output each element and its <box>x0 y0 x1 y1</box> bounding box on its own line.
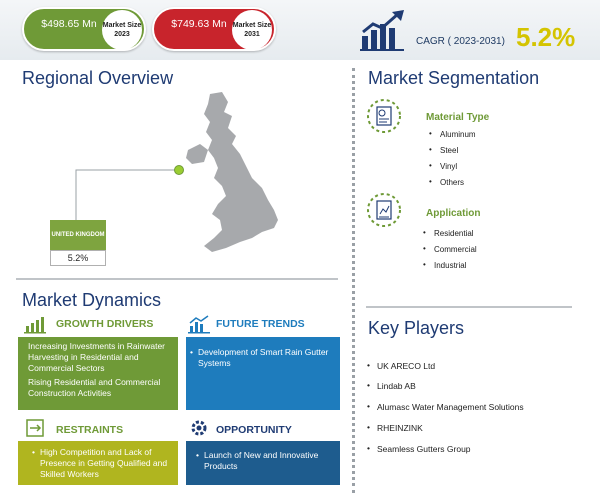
header-bar: $498.65 Mn Market Size 2023 $749.63 Mn M… <box>0 0 600 60</box>
market-size-2023-value: $498.65 Mn <box>41 18 97 30</box>
market-dynamics-title: Market Dynamics <box>22 290 162 310</box>
material-type-heading: Material Type <box>426 112 490 123</box>
bar-chart-icon <box>24 317 46 334</box>
restraints-card: High Competition and Lack of Presence in… <box>18 441 178 485</box>
market-size-2031-label: Market Size 2031 <box>232 10 272 50</box>
segmentation-divider <box>366 306 572 308</box>
opportunity-heading: OPPORTUNITY <box>216 424 292 436</box>
market-size-2023-pill: $498.65 Mn Market Size 2023 <box>22 7 146 51</box>
key-player-item: Lindab AB <box>367 380 416 391</box>
growth-driver-item: Rising Residential and Commercial Constr… <box>28 377 161 398</box>
future-trend-item: Development of Smart Rain Gutter Systems <box>190 347 332 369</box>
restraint-item: High Competition and Lack of Presence in… <box>32 447 170 480</box>
key-player-item: Alumasc Water Management Solutions <box>367 401 524 412</box>
regional-overview-title: Regional Overview <box>22 68 174 88</box>
material-type-item: Steel <box>429 145 458 155</box>
region-name: UNITED KINGDOM <box>50 220 106 250</box>
material-type-item: Others <box>429 177 464 187</box>
regional-divider <box>16 278 338 280</box>
material-type-item: Vinyl <box>429 161 457 171</box>
material-type-item: Aluminum <box>429 129 475 139</box>
key-players-title: Key Players <box>368 318 465 338</box>
key-player-item: UK ARECO Ltd <box>367 360 435 371</box>
restraint-icon <box>26 419 44 437</box>
key-player-item: Seamless Gutters Group <box>367 443 470 454</box>
market-segmentation-title: Market Segmentation <box>368 68 540 88</box>
growth-drivers-card: Increasing Investments in Rainwater Harv… <box>18 337 178 410</box>
uk-map <box>186 92 278 252</box>
column-divider <box>352 68 355 493</box>
growth-chart-icon <box>360 10 404 51</box>
market-size-2031-value: $749.63 Mn <box>171 18 227 30</box>
document-chart-icon <box>367 99 401 133</box>
application-item: Residential <box>423 228 473 238</box>
application-item: Commercial <box>423 244 477 254</box>
growth-drivers-heading: GROWTH DRIVERS <box>56 318 154 330</box>
key-player-item: RHEINZINK <box>367 422 423 433</box>
cagr-value: 5.2% <box>516 22 576 52</box>
gear-icon <box>191 420 207 436</box>
cagr-label: CAGR ( 2023-2031) <box>416 36 505 47</box>
application-heading: Application <box>426 208 481 219</box>
market-size-2031-pill: $749.63 Mn Market Size 2031 <box>152 7 276 51</box>
application-item: Industrial <box>423 260 467 270</box>
opportunity-card: Launch of New and Innovative Products <box>186 441 340 485</box>
region-value: 5.2% <box>50 250 106 266</box>
growth-driver-item: Increasing Investments in Rainwater Harv… <box>28 341 166 373</box>
restraints-heading: RESTRAINTS <box>56 424 124 436</box>
future-trends-card: Development of Smart Rain Gutter Systems <box>186 337 340 410</box>
region-leader-line <box>75 165 184 220</box>
document-chart-icon <box>367 193 401 227</box>
future-trends-heading: FUTURE TRENDS <box>216 318 305 330</box>
opportunity-item: Launch of New and Innovative Products <box>196 450 332 472</box>
trend-chart-icon <box>188 315 210 334</box>
market-size-2023-label: Market Size 2023 <box>102 10 142 50</box>
